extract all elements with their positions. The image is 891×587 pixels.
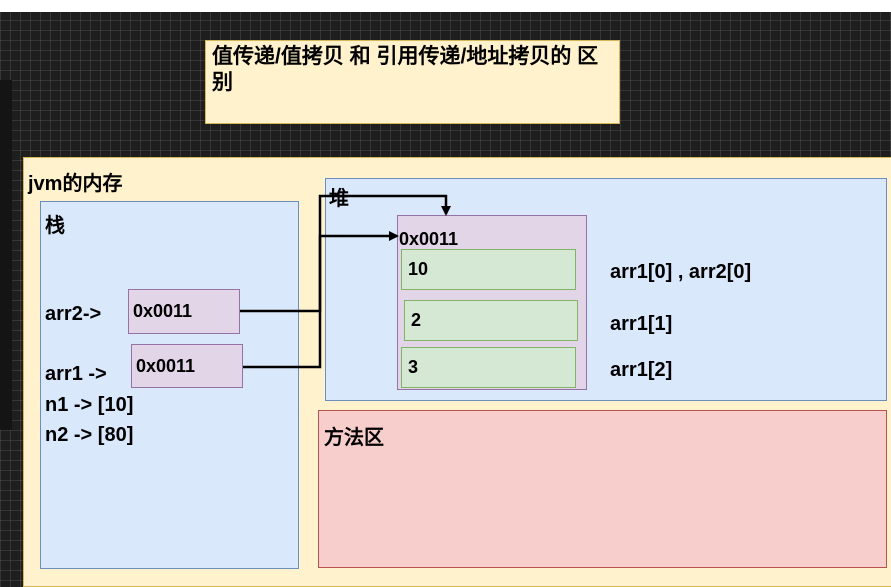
method-area-region[interactable] xyxy=(318,410,887,568)
method-area-label: 方法区 xyxy=(324,427,384,449)
cell-2-label: arr1[2] xyxy=(610,359,673,381)
arr2-label: arr2-> xyxy=(45,303,102,325)
top-edge xyxy=(0,0,891,12)
left-edge-panel xyxy=(0,80,12,430)
heap-label: 堆 xyxy=(329,188,349,210)
arr1-label: arr1 -> xyxy=(45,363,107,385)
jvm-memory-label: jvm的内存 xyxy=(28,173,123,195)
n1-value: n1 -> [10] xyxy=(45,394,134,416)
stack-label: 栈 xyxy=(45,215,65,237)
cell-1-label: arr1[1] xyxy=(610,313,673,335)
diagram-title[interactable]: 值传递/值拷贝 和 引用传递/地址拷贝的 区别 xyxy=(205,40,620,124)
arr2-reference-box[interactable]: 0x0011 xyxy=(128,289,240,334)
array-cell-0[interactable]: 10 xyxy=(401,249,576,290)
array-address: 0x0011 xyxy=(399,229,459,249)
arr1-reference-box[interactable]: 0x0011 xyxy=(131,344,243,388)
n2-value: n2 -> [80] xyxy=(45,424,134,446)
cell-0-label: arr1[0] , arr2[0] xyxy=(610,261,752,283)
array-cell-2[interactable]: 3 xyxy=(401,347,576,388)
array-cell-1[interactable]: 2 xyxy=(404,300,578,341)
